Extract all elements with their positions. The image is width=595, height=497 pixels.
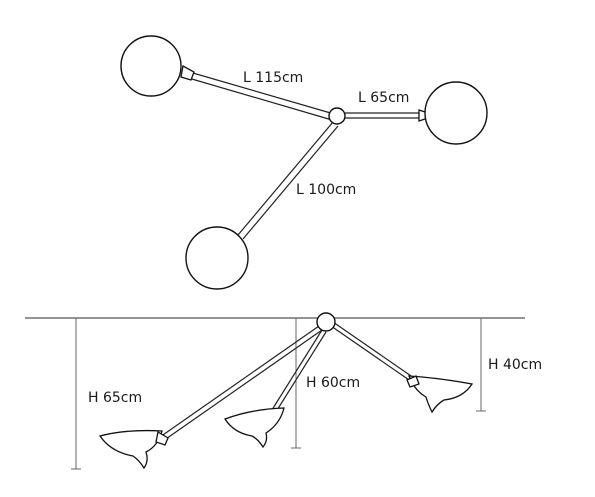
- arm-mid: [237, 121, 339, 240]
- globe-lower: [185, 226, 249, 290]
- side-view: H 65cm H 60cm H 40cm: [25, 312, 542, 470]
- label-height-middle: H 60cm: [306, 375, 360, 391]
- label-arm-long: L 115cm: [243, 70, 303, 86]
- shade-right-joint: [406, 375, 420, 388]
- arm-long-joint: [180, 64, 195, 81]
- top-view: L 115cm L 65cm L 100cm: [120, 35, 488, 290]
- label-height-left: H 65cm: [88, 390, 142, 406]
- central-hub: [328, 107, 346, 125]
- side-arm-middle: [269, 329, 327, 416]
- shade-left: [98, 429, 169, 470]
- arm-long: [180, 64, 335, 121]
- arm-short: [345, 109, 429, 122]
- side-hub: [316, 312, 336, 332]
- globe-upper-left: [120, 35, 182, 97]
- globe-right: [424, 81, 488, 145]
- label-arm-short: L 65cm: [358, 90, 409, 106]
- label-height-right: H 40cm: [488, 357, 542, 373]
- shade-right: [406, 375, 474, 414]
- label-arm-mid: L 100cm: [296, 182, 356, 198]
- side-arm-right: [330, 321, 415, 383]
- shade-left-joint: [155, 430, 169, 446]
- side-arm-left: [159, 325, 323, 442]
- shade-middle: [224, 407, 285, 449]
